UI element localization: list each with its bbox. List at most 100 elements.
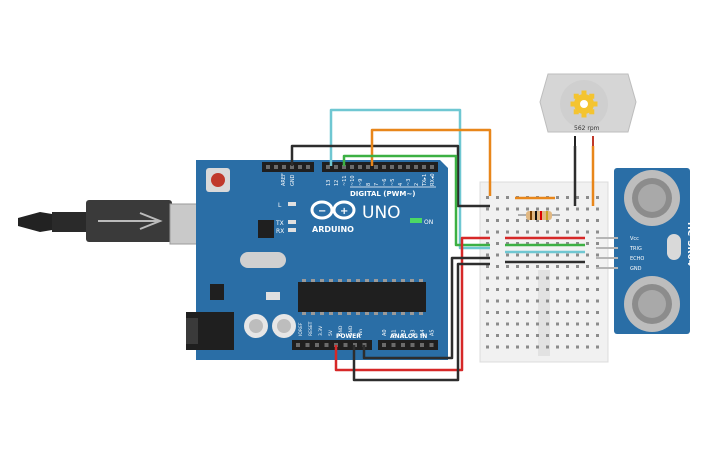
breadboard-hole[interactable] (536, 311, 539, 314)
breadboard-hole[interactable] (486, 219, 489, 222)
breadboard-hole[interactable] (546, 242, 549, 245)
breadboard-hole[interactable] (566, 265, 569, 268)
breadboard-hole[interactable] (576, 219, 579, 222)
breadboard-hole[interactable] (486, 207, 489, 211)
breadboard-hole[interactable] (536, 253, 539, 257)
breadboard-hole[interactable] (556, 207, 559, 211)
breadboard-hole[interactable] (586, 276, 589, 280)
breadboard-hole[interactable] (576, 196, 579, 199)
breadboard-hole[interactable] (596, 196, 599, 199)
breadboard-hole[interactable] (516, 253, 519, 257)
breadboard-hole[interactable] (496, 288, 499, 291)
breadboard-hole[interactable] (546, 334, 549, 337)
header-top-right[interactable] (322, 162, 438, 172)
breadboard-hole[interactable] (566, 242, 569, 245)
breadboard-hole[interactable] (516, 322, 519, 326)
reset-button-cap[interactable] (211, 173, 225, 187)
breadboard-hole[interactable] (516, 288, 519, 291)
header-hole[interactable] (382, 165, 386, 169)
breadboard-hole[interactable] (576, 207, 579, 211)
header-hole[interactable] (282, 165, 286, 169)
breadboard-hole[interactable] (546, 276, 549, 280)
breadboard-hole[interactable] (596, 288, 599, 291)
breadboard-hole[interactable] (576, 253, 579, 257)
breadboard-hole[interactable] (516, 276, 519, 280)
breadboard-hole[interactable] (556, 265, 559, 268)
breadboard-hole[interactable] (506, 242, 509, 245)
breadboard-hole[interactable] (566, 207, 569, 211)
header-power[interactable] (292, 340, 372, 350)
breadboard-hole[interactable] (596, 230, 599, 234)
breadboard-hole[interactable] (526, 230, 529, 234)
breadboard-hole[interactable] (546, 288, 549, 291)
breadboard-hole[interactable] (506, 288, 509, 291)
breadboard-hole[interactable] (536, 230, 539, 234)
breadboard-hole[interactable] (566, 311, 569, 314)
header-hole[interactable] (391, 343, 396, 347)
breadboard-hole[interactable] (506, 322, 509, 326)
breadboard-hole[interactable] (586, 196, 589, 199)
breadboard-hole[interactable] (586, 288, 589, 291)
header-hole[interactable] (334, 165, 338, 169)
breadboard-hole[interactable] (546, 230, 549, 234)
breadboard-hole[interactable] (516, 230, 519, 234)
breadboard-hole[interactable] (526, 334, 529, 337)
breadboard-hole[interactable] (576, 311, 579, 314)
breadboard-hole[interactable] (506, 196, 509, 199)
breadboard-hole[interactable] (556, 345, 559, 349)
breadboard-hole[interactable] (506, 230, 509, 234)
breadboard-hole[interactable] (496, 242, 499, 245)
breadboard-hole[interactable] (506, 253, 509, 257)
header-hole[interactable] (401, 343, 405, 347)
breadboard-hole[interactable] (586, 311, 589, 314)
breadboard-hole[interactable] (486, 311, 489, 314)
wire[interactable] (342, 154, 490, 247)
breadboard-hole[interactable] (536, 334, 539, 337)
breadboard-hole[interactable] (596, 311, 599, 314)
breadboard-hole[interactable] (486, 196, 489, 199)
breadboard-hole[interactable] (596, 265, 599, 268)
breadboard-hole[interactable] (496, 253, 499, 257)
breadboard-hole[interactable] (576, 322, 579, 326)
breadboard-hole[interactable] (556, 276, 559, 280)
header-hole[interactable] (350, 165, 354, 169)
breadboard-hole[interactable] (596, 219, 599, 222)
header-hole[interactable] (414, 165, 418, 169)
breadboard-hole[interactable] (546, 299, 549, 303)
header-top-left[interactable] (262, 162, 314, 172)
header-hole[interactable] (422, 165, 426, 169)
breadboard-hole[interactable] (486, 253, 489, 257)
breadboard-hole[interactable] (546, 311, 549, 314)
breadboard-hole[interactable] (586, 345, 589, 349)
breadboard-hole[interactable] (556, 299, 559, 303)
breadboard-hole[interactable] (516, 334, 519, 337)
breadboard-hole[interactable] (586, 253, 589, 257)
breadboard-hole[interactable] (536, 242, 539, 245)
header-hole[interactable] (305, 343, 310, 347)
breadboard-hole[interactable] (596, 322, 599, 326)
breadboard-hole[interactable] (526, 265, 529, 268)
breadboard-hole[interactable] (566, 196, 569, 199)
breadboard-hole[interactable] (596, 299, 599, 303)
header-hole[interactable] (274, 165, 278, 169)
breadboard-hole[interactable] (566, 345, 569, 349)
breadboard-hole[interactable] (516, 345, 519, 349)
breadboard-hole[interactable] (486, 288, 489, 291)
header-hole[interactable] (382, 343, 386, 347)
usb-cable[interactable] (18, 200, 211, 245)
header-hole[interactable] (298, 165, 302, 169)
breadboard-hole[interactable] (576, 334, 579, 337)
breadboard-hole[interactable] (536, 219, 539, 222)
header-analog[interactable] (378, 340, 438, 350)
breadboard-hole[interactable] (566, 230, 569, 234)
breadboard-hole[interactable] (526, 299, 529, 303)
breadboard-hole[interactable] (526, 219, 529, 222)
breadboard-hole[interactable] (506, 311, 509, 314)
breadboard-hole[interactable] (536, 288, 539, 291)
breadboard-hole[interactable] (576, 230, 579, 234)
resistor[interactable] (518, 211, 560, 220)
breadboard-hole[interactable] (596, 334, 599, 337)
breadboard-hole[interactable] (496, 299, 499, 303)
